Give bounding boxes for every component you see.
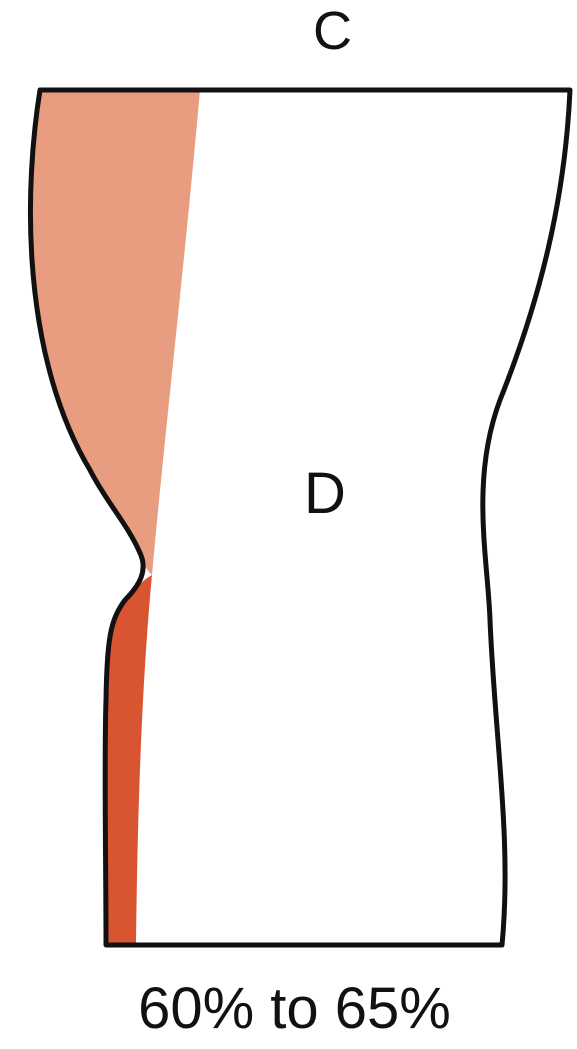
label-d: D [304, 465, 346, 523]
light-enamel-region [30, 90, 200, 575]
label-c: C [0, 4, 577, 58]
percentage-label: 60% to 65% [0, 980, 577, 1038]
